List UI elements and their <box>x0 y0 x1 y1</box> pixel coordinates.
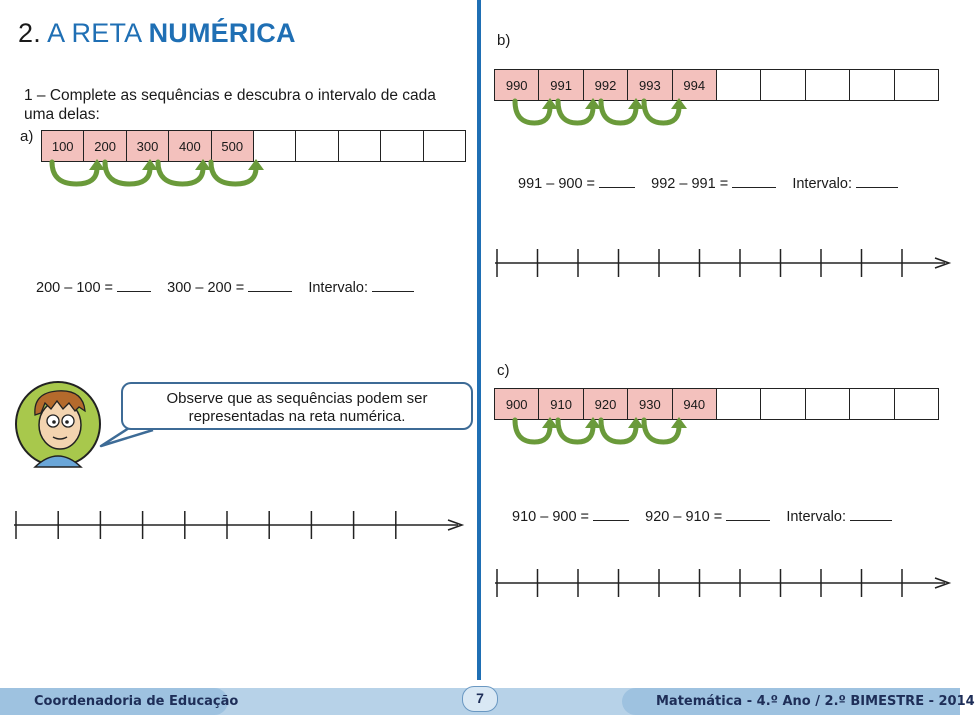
sequence-cell: 920 <box>582 389 628 419</box>
sequence-cell: 910 <box>538 389 583 419</box>
interval-blank[interactable] <box>856 175 899 188</box>
equation-b-2: 992 – 991 = <box>651 176 729 192</box>
answer-blank[interactable] <box>593 508 630 521</box>
part-c-label: c) <box>497 362 510 379</box>
equation-b-1: 991 – 900 = <box>518 176 596 192</box>
column-divider <box>477 0 481 680</box>
page-number: 7 <box>462 686 498 712</box>
curved-arrow-icon <box>208 159 264 187</box>
footer-left-text: Coordenadoria de Educação <box>34 694 239 709</box>
arrowhead-icon <box>447 519 465 531</box>
sequence-cell[interactable] <box>295 131 337 161</box>
part-b-label: b) <box>497 32 511 49</box>
interval-blank[interactable] <box>850 508 893 521</box>
interval-blank[interactable] <box>372 279 415 292</box>
answer-blank[interactable] <box>117 279 152 292</box>
equation-c-2: 920 – 910 = <box>645 509 723 525</box>
number-line-b <box>495 249 952 277</box>
sequence-cell[interactable] <box>715 389 760 419</box>
sequence-cell: 991 <box>538 70 583 100</box>
page-title: 2. A RETA NUMÉRICA <box>18 18 296 49</box>
title-light: A RETA <box>47 18 141 48</box>
title-bold: NUMÉRICA <box>148 18 296 48</box>
title-number: 2. <box>18 18 41 48</box>
answer-blank[interactable] <box>248 279 293 292</box>
sequence-cell[interactable] <box>252 131 295 161</box>
answer-blank[interactable] <box>599 175 636 188</box>
arrows-a <box>49 159 264 187</box>
footer-left-tab <box>0 688 228 715</box>
answer-blank[interactable] <box>732 175 777 188</box>
interval-label-a: Intervalo: <box>308 280 368 296</box>
equation-c-1: 910 – 900 = <box>512 509 590 525</box>
sequence-cell[interactable] <box>849 70 893 100</box>
arrowhead-icon <box>934 577 952 589</box>
answer-blank[interactable] <box>726 508 771 521</box>
curved-arrow-icon <box>555 417 601 445</box>
sequence-cell: 994 <box>671 70 716 100</box>
instruction-text: 1 – Complete as sequências e descubra o … <box>24 87 436 123</box>
footer-right-tab <box>622 688 960 715</box>
sequence-cell: 400 <box>168 131 211 161</box>
bubble-tail <box>99 426 154 448</box>
curved-arrow-icon <box>512 98 558 126</box>
part-a-label: a) <box>20 128 34 145</box>
sequence-cell: 940 <box>671 389 716 419</box>
interval-label-c: Intervalo: <box>786 509 846 525</box>
equations-a: 200 – 100 = 300 – 200 = Intervalo: <box>36 279 415 296</box>
curved-arrow-icon <box>598 98 644 126</box>
equation-a-1: 200 – 100 = <box>36 280 114 296</box>
curved-arrow-icon <box>598 417 644 445</box>
sequence-cell[interactable] <box>422 131 465 161</box>
sequence-cell[interactable] <box>337 131 380 161</box>
equations-c: 910 – 900 = 920 – 910 = Intervalo: <box>512 508 893 525</box>
curved-arrow-icon <box>102 159 158 187</box>
curved-arrow-icon <box>555 98 601 126</box>
curved-arrow-icon <box>49 159 105 187</box>
bubble-line-1: Observe que as sequências podem ser <box>166 390 428 407</box>
boy-avatar-icon <box>15 381 101 468</box>
sequence-cell[interactable] <box>715 70 760 100</box>
interval-label-b: Intervalo: <box>792 176 852 192</box>
sequence-cell: 100 <box>41 131 84 161</box>
curved-arrow-icon <box>512 417 558 445</box>
sequence-cell: 992 <box>582 70 628 100</box>
bubble-line-2: representadas na reta numérica. <box>188 408 406 425</box>
sequence-cell[interactable] <box>893 389 938 419</box>
sequence-cell: 990 <box>494 70 539 100</box>
sequence-cell[interactable] <box>804 389 849 419</box>
sequence-cell[interactable] <box>760 70 804 100</box>
footer-right-text: Matemática - 4.º Ano / 2.º BIMESTRE - 20… <box>656 694 975 709</box>
number-line-c <box>495 569 952 597</box>
sequence-cell[interactable] <box>380 131 422 161</box>
arrows-b <box>512 98 687 126</box>
equation-a-2: 300 – 200 = <box>167 280 245 296</box>
sequence-cell: 900 <box>494 389 539 419</box>
sequence-cell[interactable] <box>804 70 849 100</box>
arrows-c <box>512 417 687 445</box>
arrowhead-icon <box>934 257 952 269</box>
equations-b: 991 – 900 = 992 – 991 = Intervalo: <box>518 175 899 192</box>
sequence-cell[interactable] <box>849 389 893 419</box>
speech-bubble: Observe que as sequências podem ser repr… <box>121 382 473 430</box>
sequence-cell: 993 <box>627 70 672 100</box>
sequence-cell[interactable] <box>893 70 938 100</box>
curved-arrow-icon <box>641 417 687 445</box>
curved-arrow-icon <box>155 159 211 187</box>
number-line-a <box>14 511 465 539</box>
sequence-cell: 930 <box>627 389 672 419</box>
curved-arrow-icon <box>641 98 687 126</box>
sequence-cell: 300 <box>125 131 169 161</box>
sequence-cell: 500 <box>210 131 253 161</box>
sequence-cell: 200 <box>83 131 126 161</box>
sequence-cell[interactable] <box>760 389 804 419</box>
